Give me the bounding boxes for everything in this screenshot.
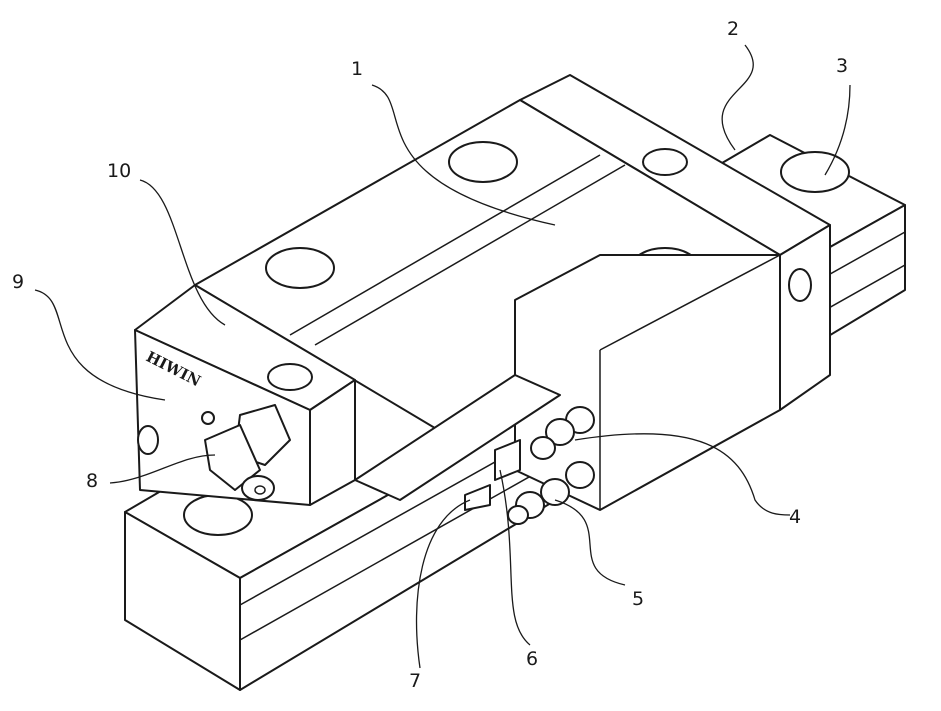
seal-cylinders-lower (507, 461, 595, 525)
callout-9: 9 (12, 271, 25, 293)
callout-10: 10 (107, 160, 132, 182)
grease-nipple (204, 404, 291, 501)
callout-2: 2 (727, 18, 740, 40)
rail-mounting-hole-rear (780, 151, 850, 193)
callout-3: 3 (836, 55, 849, 77)
callout-7: 7 (409, 670, 422, 692)
callout-5: 5 (632, 588, 645, 610)
seal-cylinders-upper (530, 406, 595, 460)
callout-1: 1 (351, 58, 364, 80)
callout-8: 8 (86, 470, 99, 492)
rail-mounting-hole-front (183, 494, 253, 536)
callout-4: 4 (789, 506, 802, 528)
callout-6: 6 (526, 648, 539, 670)
carriage-block (194, 99, 781, 511)
leader-lines (34, 44, 851, 669)
lubrication-parts (354, 374, 595, 525)
